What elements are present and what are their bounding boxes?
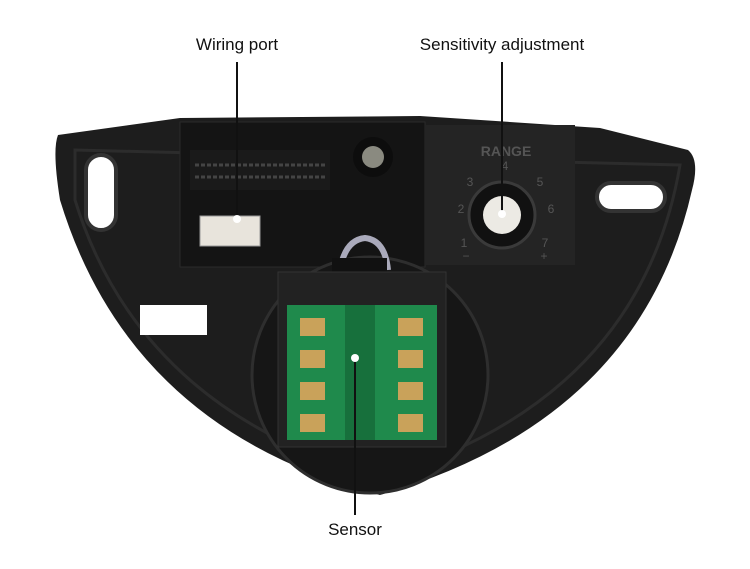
svg-text:2: 2 [458, 202, 465, 216]
sensor-label: Sensor [328, 520, 382, 539]
mount-slot-left [84, 153, 118, 232]
sensitivity-label: Sensitivity adjustment [419, 35, 585, 54]
svg-text:+: + [540, 249, 547, 263]
svg-text:7: 7 [542, 236, 549, 250]
wiring-port-marker [233, 215, 241, 223]
svg-text:−: − [462, 249, 469, 263]
svg-text:3: 3 [467, 175, 474, 189]
mount-slot-right [595, 181, 667, 213]
label-sticker [140, 305, 207, 335]
sensor-marker [351, 354, 359, 362]
svg-text:RANGE: RANGE [481, 143, 532, 159]
wiring-connector [199, 215, 261, 247]
svg-text:1: 1 [461, 236, 468, 250]
svg-text:4: 4 [502, 159, 509, 173]
sensitivity-marker [498, 210, 506, 218]
wiring-port-label: Wiring port [195, 35, 279, 54]
svg-text:6: 6 [548, 202, 555, 216]
svg-text:5: 5 [537, 175, 544, 189]
